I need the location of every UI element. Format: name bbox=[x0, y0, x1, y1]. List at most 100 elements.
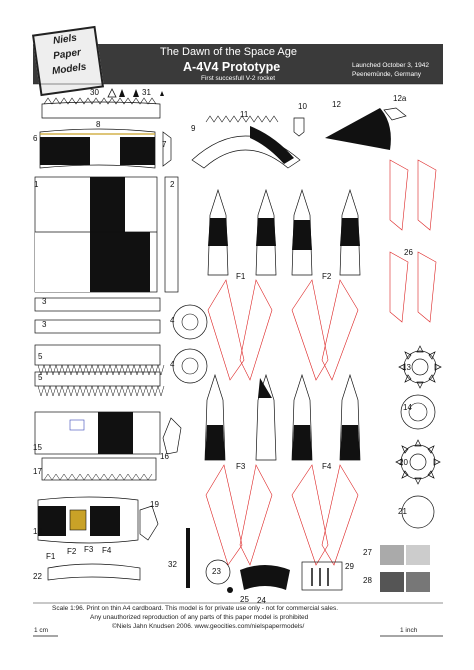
part-11-teeth bbox=[205, 115, 279, 123]
part-2-strip bbox=[164, 176, 179, 293]
part-label-f4: F4 bbox=[322, 462, 332, 471]
part-12-fan bbox=[325, 108, 391, 150]
part-label-20: 20 bbox=[399, 458, 408, 467]
part-label-11: 11 bbox=[240, 110, 249, 119]
part-label-12: 12 bbox=[332, 100, 341, 109]
part-label-32: 32 bbox=[168, 560, 177, 569]
part-label-18: 18 bbox=[33, 527, 42, 536]
part-20-gear bbox=[395, 439, 441, 485]
fin-f4-right-black bbox=[340, 425, 360, 460]
part-30-shape bbox=[107, 88, 117, 98]
part-1-black-a bbox=[90, 177, 125, 232]
part-8-teeth bbox=[43, 97, 157, 105]
part-label-30: 30 bbox=[90, 88, 99, 97]
part-31-small bbox=[160, 91, 164, 96]
part-17-strip bbox=[41, 457, 157, 481]
part-label-16: 16 bbox=[160, 452, 169, 461]
part-18-black-b bbox=[90, 506, 120, 536]
fin-f3-right bbox=[255, 373, 277, 461]
part-label-7: 7 bbox=[162, 140, 167, 149]
part-label-f3: F3 bbox=[84, 545, 94, 554]
scale-inch-label: 1 inch bbox=[400, 627, 418, 634]
part-4-ring-a bbox=[172, 304, 208, 340]
part-1-black-b bbox=[35, 232, 90, 292]
part-label-27: 27 bbox=[363, 548, 372, 557]
part-14-ring bbox=[400, 394, 436, 430]
scale-cm-label: 1 cm bbox=[34, 627, 49, 634]
part-9-black bbox=[250, 126, 294, 164]
part-label-4: 4 bbox=[170, 316, 175, 325]
part-label-10: 10 bbox=[298, 102, 307, 111]
part-5-strip-b bbox=[34, 371, 161, 387]
part-28-dark-b bbox=[406, 572, 430, 592]
part-6-black-b bbox=[120, 137, 155, 165]
launch-date: Launched October 3, 1942 bbox=[352, 62, 429, 69]
part-3-strip-a bbox=[34, 297, 161, 312]
part-19 bbox=[139, 505, 159, 541]
footer-line-1: Scale 1:96. Print on thin A4 cardboard. … bbox=[52, 605, 339, 612]
part-28-dark bbox=[380, 572, 404, 592]
part-label-5: 5 bbox=[38, 352, 43, 361]
part-label-6: 6 bbox=[33, 134, 38, 143]
part-21-disc bbox=[401, 495, 435, 529]
launch-site: Peenemünde, Germany bbox=[352, 71, 422, 78]
part-25-dot bbox=[227, 587, 233, 593]
part-15-panel bbox=[34, 411, 161, 455]
part-5-strip-a bbox=[34, 344, 161, 366]
part-label-5: 5 bbox=[38, 373, 43, 382]
fin-f1-right-black bbox=[256, 218, 276, 246]
fin-f3-left-black bbox=[205, 425, 225, 460]
part-23-disc bbox=[205, 559, 231, 585]
part-label-3: 3 bbox=[42, 297, 47, 306]
part-15-black bbox=[98, 412, 133, 454]
fin-f1-left-black bbox=[208, 218, 228, 246]
part-label-31: 31 bbox=[142, 88, 151, 97]
part-label-25: 25 bbox=[240, 595, 249, 604]
part-22-strip bbox=[47, 563, 141, 581]
part-16 bbox=[162, 417, 182, 455]
part-label-12a: 12a bbox=[393, 94, 407, 103]
model-title: A-4V4 Prototype bbox=[183, 60, 281, 74]
part-label-f2: F2 bbox=[322, 272, 332, 281]
part-24-black bbox=[240, 565, 290, 590]
part-31-shape bbox=[133, 89, 139, 97]
part-label-15: 15 bbox=[33, 443, 42, 452]
fin-f3-right-black bbox=[258, 378, 272, 398]
fin-f4-left-black bbox=[292, 425, 312, 460]
part-label-19: 19 bbox=[150, 500, 159, 509]
part-3-strip-b bbox=[34, 319, 161, 334]
series-title: The Dawn of the Space Age bbox=[160, 46, 297, 58]
red-fin-outlines-upper bbox=[207, 159, 437, 381]
part-label-4: 4 bbox=[170, 360, 175, 369]
part-27-grey bbox=[380, 545, 404, 565]
part-label-24: 24 bbox=[257, 596, 266, 605]
part-label-23: 23 bbox=[212, 567, 221, 576]
part-7 bbox=[162, 131, 172, 167]
fin-f2-left-black bbox=[292, 220, 312, 250]
part-label-13: 13 bbox=[402, 363, 411, 372]
part-label-9: 9 bbox=[191, 124, 196, 133]
part-10 bbox=[293, 117, 305, 137]
part-12a bbox=[383, 107, 407, 121]
part-27-grey-b bbox=[406, 545, 430, 565]
footer-line-2: Any unauthorized reproduction of any par… bbox=[90, 614, 309, 621]
part-label-22: 22 bbox=[33, 572, 42, 581]
part-6-black-a bbox=[40, 137, 90, 165]
part-label-2: 2 bbox=[170, 180, 175, 189]
part-label-26: 26 bbox=[404, 248, 413, 257]
part-label-f2: F2 bbox=[67, 547, 77, 556]
part-8-strip bbox=[41, 101, 161, 119]
part-30-fill bbox=[119, 89, 125, 97]
part-label-21: 21 bbox=[398, 507, 407, 516]
part-29-box bbox=[301, 561, 343, 591]
part-18-emblem bbox=[69, 509, 87, 531]
part-label-17: 17 bbox=[33, 467, 42, 476]
part-4-ring-b bbox=[172, 348, 208, 384]
part-label-14: 14 bbox=[403, 403, 412, 412]
part-label-28: 28 bbox=[363, 576, 372, 585]
footer-line-3: ©Niels Jahn Knudsen 2006. www.geocities.… bbox=[112, 623, 305, 630]
model-subtitle: First succesfull V-2 rocket bbox=[201, 75, 276, 82]
red-fin-outlines-lower bbox=[205, 464, 359, 566]
